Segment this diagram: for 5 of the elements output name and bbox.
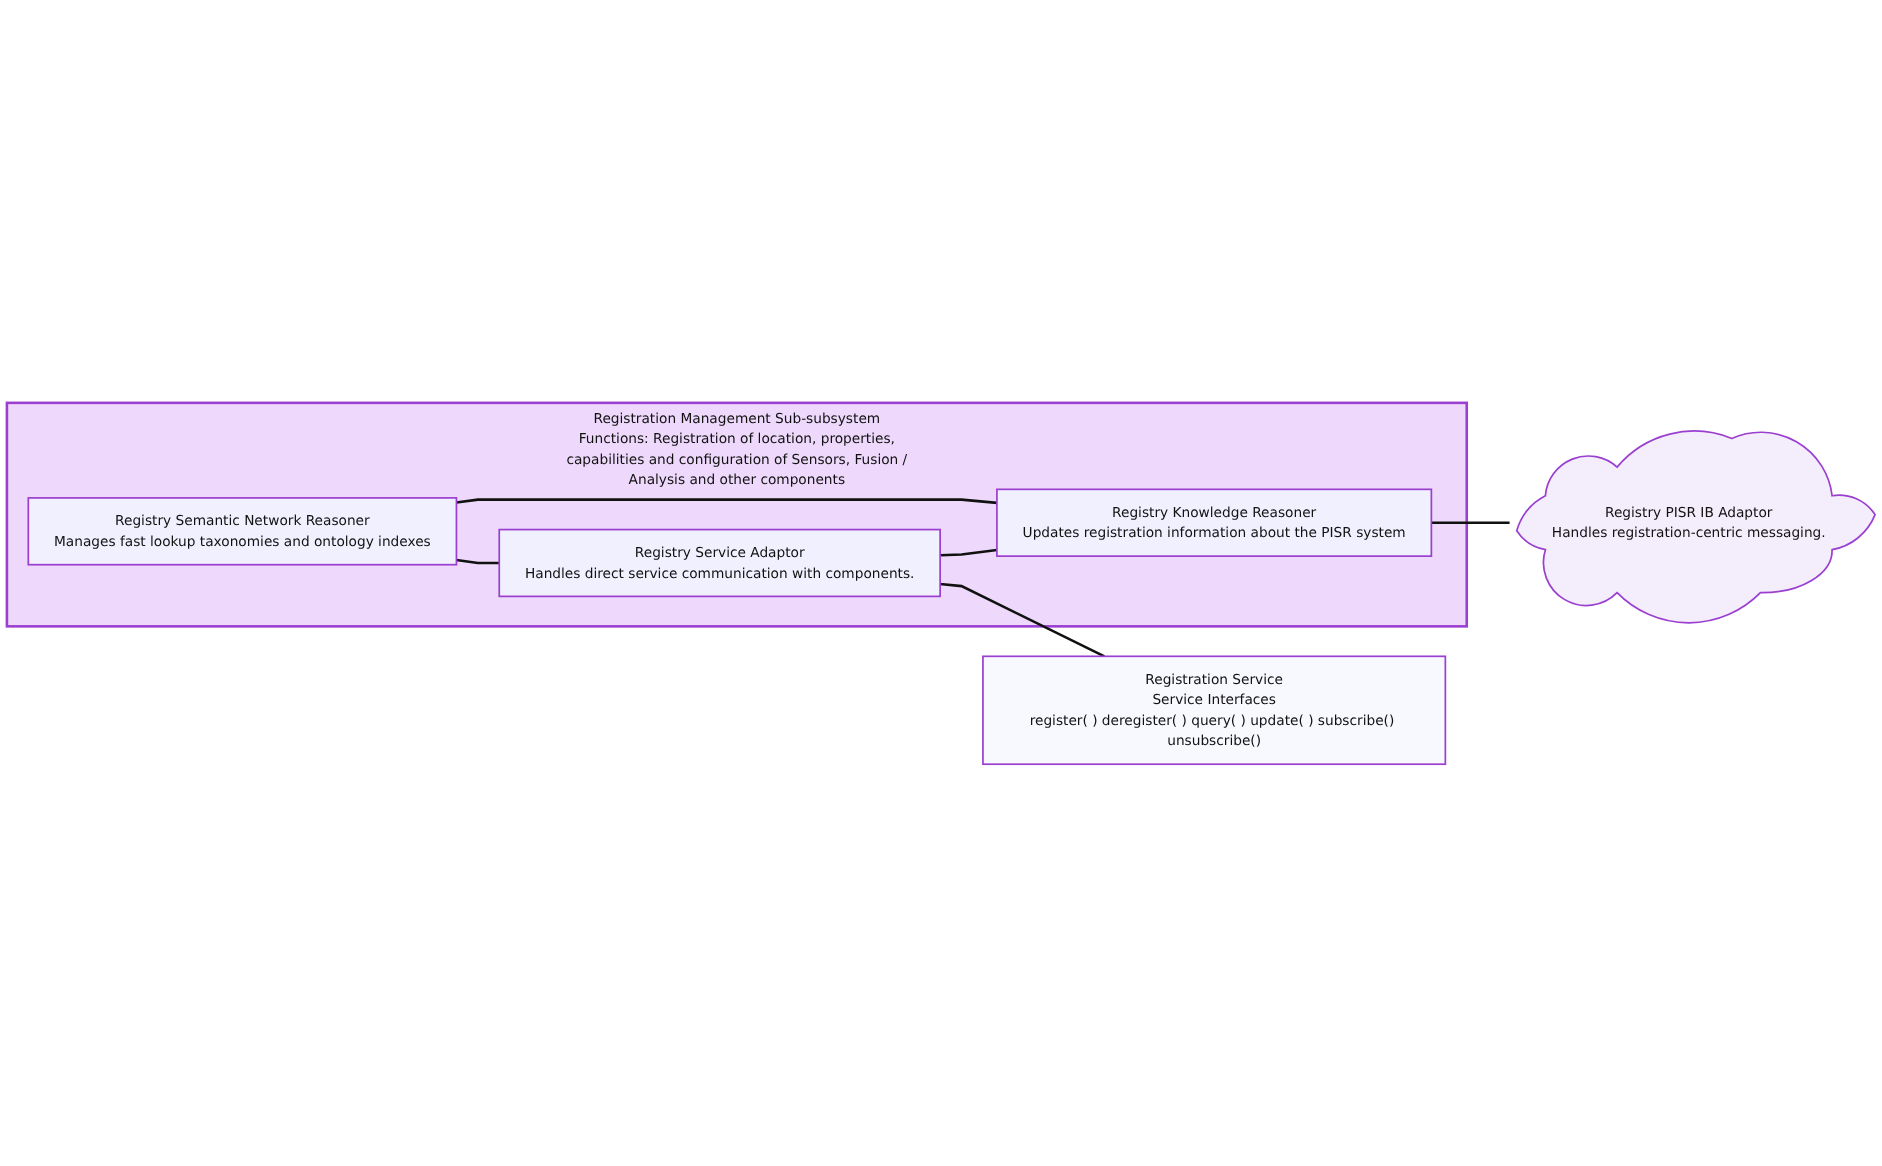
connector [940, 582, 1105, 657]
connector [940, 548, 998, 556]
connector [456, 497, 998, 504]
connector [456, 558, 500, 564]
connector [1431, 520, 1510, 524]
